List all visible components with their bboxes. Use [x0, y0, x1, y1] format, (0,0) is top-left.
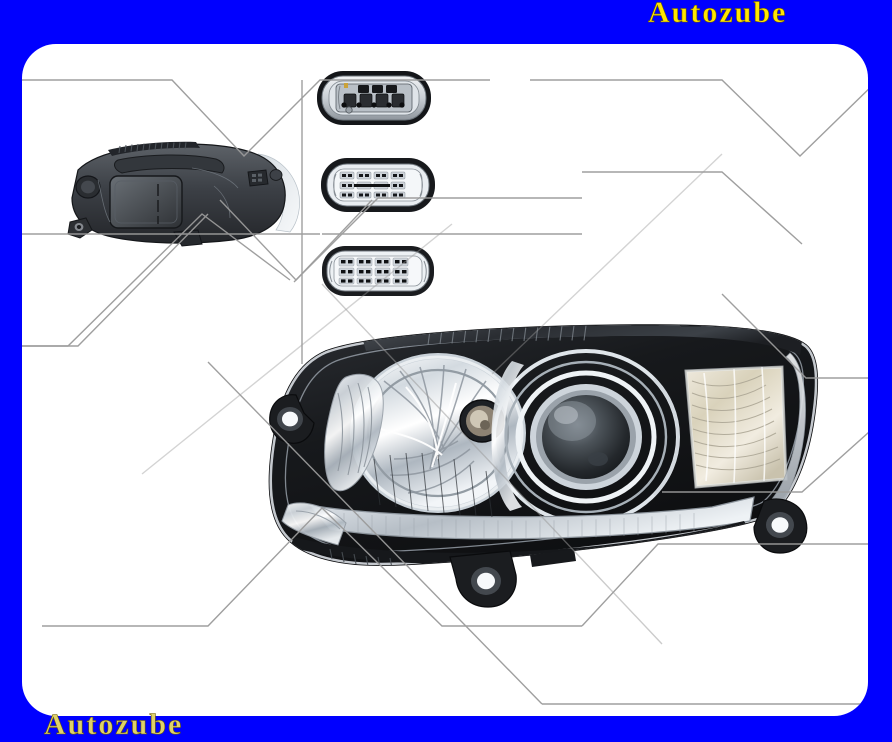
watermark-line-overlay: [22, 79, 868, 705]
headlight-front-assembly-view: [268, 324, 819, 608]
watermark-text-top: Autozube: [648, 0, 788, 29]
connector-male-5pin: [317, 71, 431, 125]
connector-female-wide: [322, 246, 434, 296]
product-image-canvas: [22, 44, 868, 716]
mount-ear-bottom: [449, 550, 517, 608]
mount-ear-right: [753, 498, 808, 554]
mount-ear-left: [269, 394, 315, 444]
headlight-rear-housing-view: [67, 141, 300, 247]
watermark-text-bottom: Autozube: [44, 708, 184, 742]
